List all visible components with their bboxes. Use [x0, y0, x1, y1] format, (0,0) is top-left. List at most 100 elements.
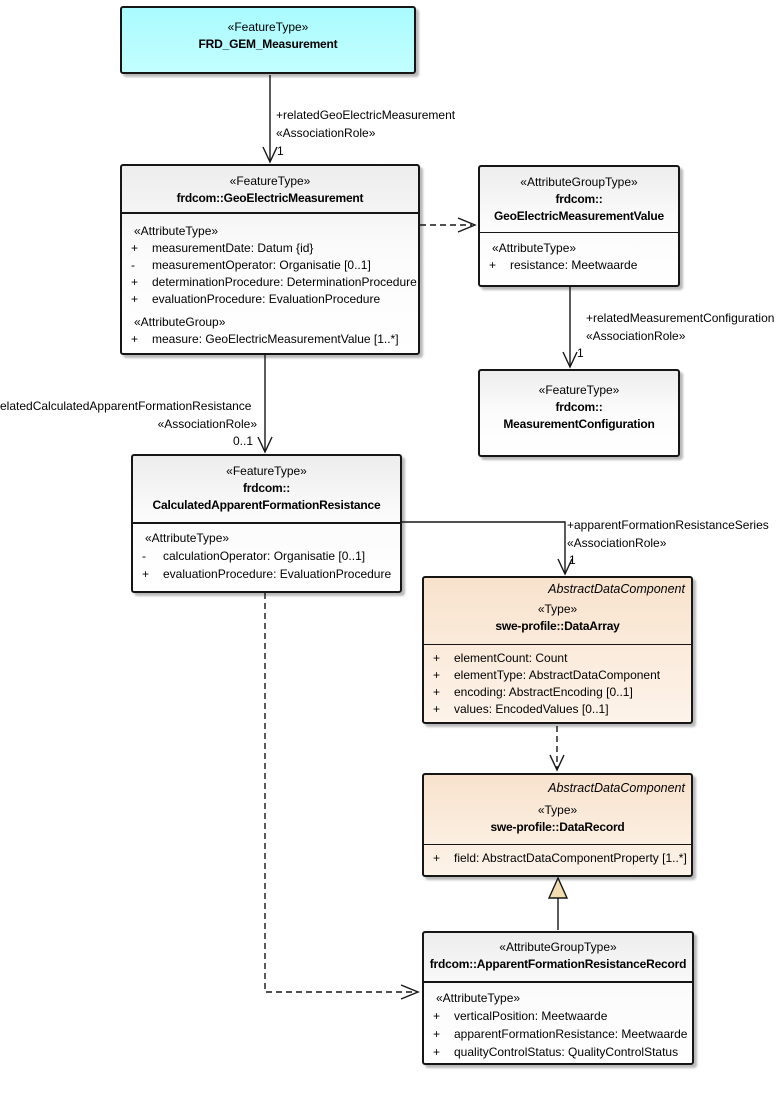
edge-stereotype-label: «AssociationRole» [586, 329, 686, 343]
attribute-text: values: EncodedValues [0..1] [454, 702, 609, 716]
class-geo-electric-measurement: «FeatureType» frdcom::GeoElectricMeasure… [120, 164, 420, 355]
attribute-row: + resistance: Meetwaarde [480, 257, 678, 274]
edge-multiplicity-label: 1 [569, 553, 576, 567]
class-header: «AttributeGroupType» frdcom:: GeoElectri… [480, 167, 678, 233]
section-heading: «AttributeGroup» [134, 315, 226, 329]
dependency-calculated-to-record [264, 593, 420, 1000]
stereotype-label: «AttributeGroupType» [499, 940, 617, 954]
attribute-row: + elementType: AbstractDataComponent [424, 667, 691, 684]
attribute-text: evaluationProcedure: EvaluationProcedure [163, 567, 392, 581]
class-name: FRD_GEM_Measurement [198, 37, 338, 51]
class-swe-data-record: AbstractDataComponent «Type» swe-profile… [422, 773, 693, 877]
attribute-row: + encoding: AbstractEncoding [0..1] [424, 684, 691, 701]
visibility-sign: + [433, 702, 441, 716]
visibility-sign: - [142, 549, 146, 563]
dependency-measure-to-value [420, 217, 477, 233]
edge-role-label: +apparentFormationResistanceSeries [567, 518, 769, 532]
attribute-row: + measurementDate: Datum {id} [122, 240, 418, 257]
attribute-row: + measure: GeoElectricMeasurementValue [… [122, 331, 418, 348]
visibility-sign: + [131, 332, 139, 346]
class-geo-electric-measurement-value: «AttributeGroupType» frdcom:: GeoElectri… [478, 165, 680, 287]
section-heading: «AttributeType» [145, 531, 230, 545]
class-swe-data-array: AbstractDataComponent «Type» swe-profile… [422, 576, 693, 724]
visibility-sign: + [489, 258, 497, 272]
stereotype-label: «Type» [537, 803, 578, 817]
attribute-row: + field: AbstractDataComponentProperty [… [424, 850, 691, 867]
class-name-line2: CalculatedApparentFormationResistance [152, 498, 381, 512]
class-header: «FeatureType» FRD_GEM_Measurement [122, 8, 414, 53]
attribute-compartment: «AttributeType» + resistance: Meetwaarde [480, 233, 678, 274]
section-heading: «AttributeType» [134, 224, 219, 238]
dependency-data-array-to-data-record [549, 726, 565, 772]
class-calculated-apparent-formation-resistance: «FeatureType» frdcom:: CalculatedApparen… [131, 454, 402, 593]
association-related-geo-electric-measurement [262, 75, 278, 164]
visibility-sign: + [433, 685, 441, 699]
attribute-compartment: + field: AbstractDataComponentProperty [… [424, 845, 691, 867]
attribute-row: + apparentFormationResistance: Meetwaard… [424, 1025, 692, 1043]
edge-role-label: elatedCalculatedApparentFormationResista… [0, 399, 252, 413]
visibility-sign: + [433, 1027, 441, 1041]
stereotype-label: «FeatureType» [226, 464, 307, 478]
attribute-compartment: «AttributeType» + verticalPosition: Meet… [424, 983, 692, 1061]
attribute-text: evaluationProcedure: EvaluationProcedure [152, 292, 381, 306]
class-header: AbstractDataComponent «Type» swe-profile… [424, 578, 691, 645]
visibility-sign: + [433, 651, 441, 665]
class-header: «AttributeGroupType» frdcom::ApparentFor… [424, 933, 692, 983]
attribute-row: + evaluationProcedure: EvaluationProcedu… [133, 565, 400, 583]
class-header: «FeatureType» frdcom:: MeasurementConfig… [480, 371, 678, 433]
visibility-sign: + [433, 1045, 441, 1059]
visibility-sign: + [433, 851, 441, 865]
class-name-line2: GeoElectricMeasurementValue [493, 209, 664, 223]
class-header: «FeatureType» frdcom:: CalculatedApparen… [133, 456, 400, 524]
parent-class-label: AbstractDataComponent [548, 781, 685, 795]
class-name-line1: frdcom:: [242, 481, 291, 495]
attribute-text: verticalPosition: Meetwaarde [454, 1009, 608, 1023]
edge-stereotype-label: «AssociationRole» [567, 536, 667, 550]
attribute-row: + determinationProcedure: DeterminationP… [122, 274, 418, 291]
attribute-text: encoding: AbstractEncoding [0..1] [454, 685, 633, 699]
class-frd-gem-measurement: «FeatureType» FRD_GEM_Measurement [120, 6, 416, 74]
attribute-text: resistance: Meetwaarde [510, 258, 638, 272]
attribute-text: elementCount: Count [454, 651, 568, 665]
edge-stereotype-label: «AssociationRole» [276, 126, 376, 140]
stereotype-label: «FeatureType» [538, 383, 620, 397]
visibility-sign: + [131, 275, 139, 289]
class-name: swe-profile::DataArray [495, 619, 620, 633]
class-name: swe-profile::DataRecord [490, 820, 625, 834]
attribute-text: calculationOperator: Organisatie [0..1] [163, 549, 366, 563]
class-header: AbstractDataComponent «Type» swe-profile… [424, 775, 691, 845]
attribute-text: determinationProcedure: DeterminationPro… [152, 275, 417, 289]
association-related-calculated-apparent-formation-resistance [257, 355, 273, 454]
stereotype-label: «FeatureType» [227, 20, 309, 34]
class-header: «FeatureType» frdcom::GeoElectricMeasure… [122, 166, 418, 214]
stereotype-label: «Type» [537, 602, 578, 616]
attribute-compartment: «AttributeType» - calculationOperator: O… [133, 524, 400, 583]
attribute-text: field: AbstractDataComponentProperty [1.… [454, 851, 687, 865]
section-heading: «AttributeType» [492, 241, 577, 255]
attribute-text: apparentFormationResistance: Meetwaarde [454, 1027, 688, 1041]
attribute-row: + elementCount: Count [424, 650, 691, 667]
attribute-text: elementType: AbstractDataComponent [454, 668, 661, 682]
edge-role-label: +relatedMeasurementConfiguration [586, 311, 775, 325]
attribute-text: qualityControlStatus: QualityControlStat… [454, 1045, 679, 1059]
association-related-measurement-configuration [562, 287, 578, 369]
visibility-sign: + [433, 1009, 441, 1023]
class-name: frdcom::GeoElectricMeasurement [176, 191, 364, 205]
edge-multiplicity-label: 0..1 [232, 434, 253, 448]
visibility-sign: - [131, 258, 135, 272]
attribute-row: + verticalPosition: Meetwaarde [424, 1007, 692, 1025]
attribute-row: - measurementOperator: Organisatie [0..1… [122, 257, 418, 274]
generalization-record-to-data-record [547, 876, 569, 930]
attribute-row: + values: EncodedValues [0..1] [424, 701, 691, 718]
visibility-sign: + [433, 668, 441, 682]
class-apparent-formation-resistance-record: «AttributeGroupType» frdcom::ApparentFor… [422, 931, 694, 1065]
attribute-compartment: + elementCount: Count + elementType: Abs… [424, 645, 691, 718]
edge-multiplicity-label: 1 [277, 144, 284, 158]
attribute-row: + qualityControlStatus: QualityControlSt… [424, 1043, 692, 1061]
attribute-text: measurementDate: Datum {id} [152, 241, 314, 255]
class-name: frdcom::ApparentFormationResistanceRecor… [429, 957, 687, 971]
class-measurement-configuration: «FeatureType» frdcom:: MeasurementConfig… [478, 369, 680, 457]
attribute-compartment: «AttributeType» + measurementDate: Datum… [122, 214, 418, 348]
stereotype-label: «AttributeGroupType» [520, 175, 638, 189]
